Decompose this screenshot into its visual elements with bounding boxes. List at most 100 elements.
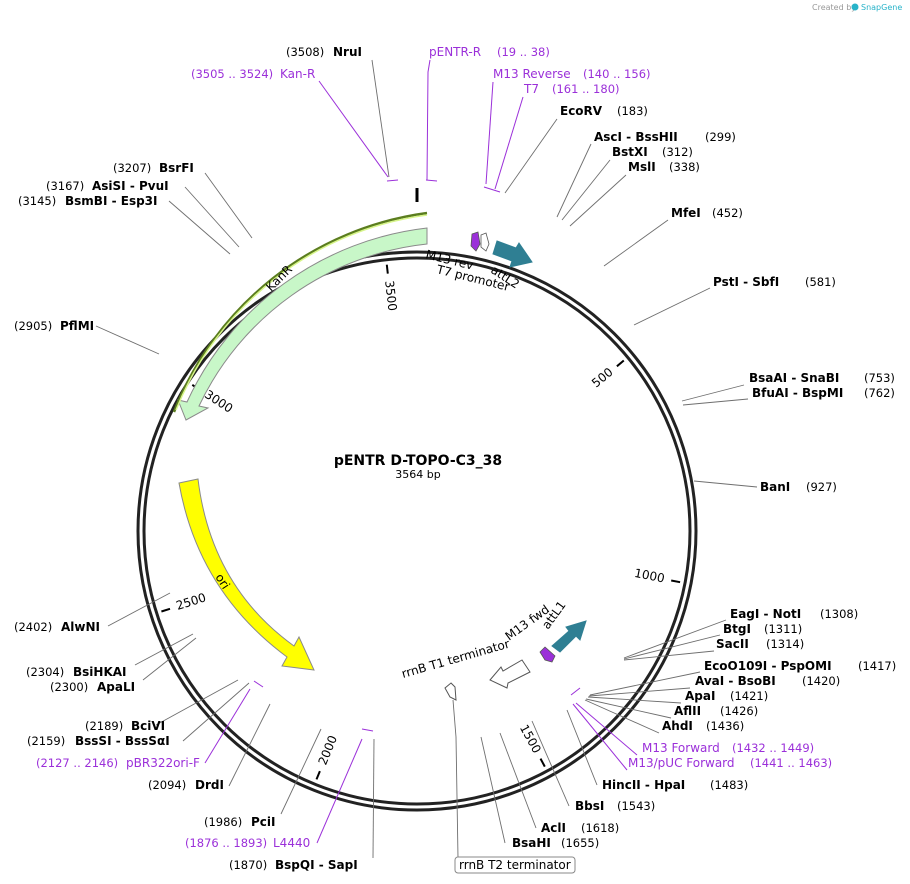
label-ahdi[interactable]: AhdI — [662, 719, 693, 733]
label-hincii-hpai-pos: (1483) — [710, 778, 748, 792]
label-btgi-pos: (1311) — [764, 622, 802, 636]
label-msli-pos: (338) — [669, 160, 700, 174]
feature-kanr-arrow[interactable] — [177, 227, 428, 421]
pbr322ori-f-primer-mark — [253, 680, 264, 688]
tick-label: 3000 — [202, 387, 235, 415]
label-sacii-pos: (1314) — [766, 637, 804, 651]
feature-attl1-arrow[interactable] — [551, 620, 587, 653]
label-bstxi[interactable]: BstXI — [612, 145, 648, 159]
label-kan-r[interactable]: Kan-R — [280, 67, 315, 81]
tick-mark — [671, 579, 681, 584]
tick-label: 2500 — [174, 590, 207, 613]
label-nrui-pos: (3508) — [286, 45, 324, 59]
tick-mark — [385, 264, 389, 274]
label-bcivi[interactable]: BciVI — [131, 719, 165, 733]
tick-mark — [539, 758, 546, 768]
label-msli[interactable]: MslI — [628, 160, 656, 174]
label-pbr322ori-f[interactable]: pBR322ori-F — [126, 756, 200, 770]
label-bbsi-pos: (1543) — [617, 799, 655, 813]
tick-label: 2000 — [316, 733, 340, 767]
label-t7-pos: (161 .. 180) — [552, 82, 620, 96]
label-pbr322ori-f-pos: (2127 .. 2146) — [36, 756, 118, 770]
label-sacii[interactable]: SacII — [716, 637, 749, 651]
label-m13-reverse[interactable]: M13 Reverse — [493, 67, 571, 81]
site-marks — [253, 179, 581, 732]
label-t7[interactable]: T7 — [523, 82, 539, 96]
leader-lines — [95, 59, 758, 859]
label-l4440[interactable]: L4440 — [273, 836, 310, 850]
label-pcii[interactable]: PciI — [251, 815, 276, 829]
label-m13-forward[interactable]: M13 Forward — [642, 741, 720, 755]
label-mfei-pos: (452) — [712, 206, 743, 220]
label-bsssi-bsssai[interactable]: BssSI - BssSαI — [75, 734, 170, 748]
label-asisi-pvui[interactable]: AsiSI - PvuI — [92, 179, 169, 193]
pentr-r-primer-mark — [425, 179, 438, 182]
label-nrui[interactable]: NruI — [333, 45, 362, 59]
label-acli[interactable]: AclI — [541, 821, 566, 835]
label-bsihkai[interactable]: BsiHKAI — [73, 665, 127, 679]
label-apai-pos: (1421) — [730, 689, 768, 703]
label-m13-reverse-pos: (140 .. 156) — [583, 67, 651, 81]
label-pentr-r[interactable]: pENTR-R — [429, 45, 481, 59]
label-pentr-r-pos: (19 .. 38) — [497, 45, 550, 59]
label-apali-pos: (2300) — [50, 680, 88, 694]
feature-rrnb-t2-terminator-arrow[interactable] — [444, 682, 457, 701]
label-mfei[interactable]: MfeI — [671, 206, 701, 220]
label-ahdi-pos: (1436) — [706, 719, 744, 733]
label-kan-r-pos: (3505 .. 3524) — [191, 67, 273, 81]
label-ecoo109i-pspomi-pos: (1417) — [858, 659, 896, 673]
feature-attl2-arrow[interactable] — [492, 240, 533, 268]
label-bsahi[interactable]: BsaHI — [512, 836, 551, 850]
label-eagi-noti-pos: (1308) — [820, 607, 858, 621]
kan-r-primer-highlight — [172, 211, 428, 413]
m13-forward-primer-mark — [570, 687, 581, 696]
label-drdi[interactable]: DrdI — [195, 778, 224, 792]
backbone-outer — [136, 250, 698, 812]
label-psti-sbfi[interactable]: PstI - SbfI — [713, 275, 779, 289]
tick-mark — [161, 607, 171, 613]
label-m13-puc-forward[interactable]: M13/pUC Forward — [628, 756, 735, 770]
label-bsihkai-pos: (2304) — [26, 665, 64, 679]
label-ecoo109i-pspomi[interactable]: EcoO109I - PspOMI — [704, 659, 832, 673]
feature-m13-fwd-arrow[interactable] — [539, 646, 556, 663]
label-bani[interactable]: BanI — [760, 480, 790, 494]
label-pflmi[interactable]: PflMI — [60, 319, 94, 333]
feature-t7-promoter-arrow[interactable] — [480, 232, 490, 252]
label-ecorv[interactable]: EcoRV — [560, 104, 603, 118]
label-apai[interactable]: ApaI — [685, 689, 715, 703]
credit-prefix: Created by — [812, 3, 856, 12]
label-apali[interactable]: ApaLI — [97, 680, 135, 694]
label-bsrfi[interactable]: BsrFI — [159, 161, 194, 175]
label-bfuai-bspmi[interactable]: BfuAI - BspMI — [752, 386, 843, 400]
label-m13-forward-pos: (1432 .. 1449) — [732, 741, 814, 755]
label-bsmbi-esp3i[interactable]: BsmBI - Esp3I — [65, 194, 157, 208]
tick-mark — [616, 359, 625, 368]
feature-rrnb-t1-terminator-arrow[interactable] — [489, 659, 531, 689]
label-bstxi-pos: (312) — [662, 145, 693, 159]
label-eagi-noti[interactable]: EagI - NotI — [730, 607, 801, 621]
label-bbsi[interactable]: BbsI — [575, 799, 604, 813]
label-hincii-hpai[interactable]: HincII - HpaI — [602, 778, 685, 792]
label-bsmbi-esp3i-pos: (3145) — [18, 194, 56, 208]
feature-m13-rev-arrow[interactable] — [470, 231, 481, 252]
label-avai-bsobi-pos: (1420) — [802, 674, 840, 688]
label-bfuai-bspmi-pos: (762) — [864, 386, 895, 400]
label-alwni[interactable]: AlwNI — [61, 620, 100, 634]
label-asci-bsshii-pos: (299) — [705, 130, 736, 144]
label-bspqi-sapi[interactable]: BspQI - SapI — [275, 858, 358, 872]
snapgene-logo-icon — [851, 3, 859, 11]
feature-ori-arrow[interactable] — [178, 478, 315, 671]
label-bsaai-snabi[interactable]: BsaAI - SnaBI — [749, 371, 839, 385]
credit-brand: SnapGene — [861, 3, 902, 12]
label-aflii[interactable]: AflII — [674, 704, 701, 718]
label-bspqi-sapi-pos: (1870) — [229, 858, 267, 872]
label-rrnb-t2-terminator[interactable]: rrnB T2 terminator — [459, 858, 571, 872]
label-avai-bsobi[interactable]: AvaI - BsoBI — [695, 674, 776, 688]
label-asci-bsshii[interactable]: AscI - BssHII — [594, 130, 678, 144]
label-btgi[interactable]: BtgI — [723, 622, 751, 636]
label-l4440-pos: (1876 .. 1893) — [185, 836, 267, 850]
rrnb-t2-terminator-box — [454, 856, 576, 874]
label-psti-sbfi-pos: (581) — [805, 275, 836, 289]
l4440-primer-mark — [361, 728, 374, 732]
